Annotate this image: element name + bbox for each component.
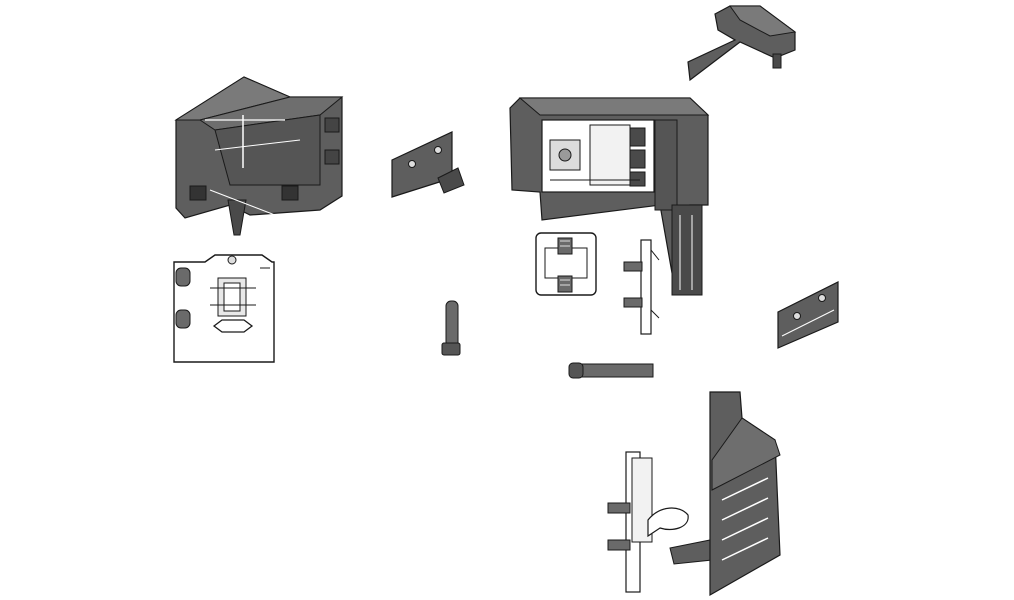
dowel-pin-vertical	[441, 300, 461, 356]
front-fixing-bracket-plate	[173, 254, 275, 363]
dowel-pin-horizontal	[568, 362, 654, 379]
screw-pair-vertical-strip	[623, 239, 660, 335]
rear-corner-housing-right	[509, 97, 710, 296]
mounting-clip-small	[391, 131, 465, 198]
adapter-cap-top	[687, 5, 797, 82]
side-panel-profile	[709, 391, 781, 597]
bracket-plate-with-screws	[535, 232, 597, 296]
front-connector-with-screws	[607, 451, 713, 593]
angled-clip-small-right	[777, 281, 839, 349]
rear-corner-housing-left	[174, 76, 344, 236]
